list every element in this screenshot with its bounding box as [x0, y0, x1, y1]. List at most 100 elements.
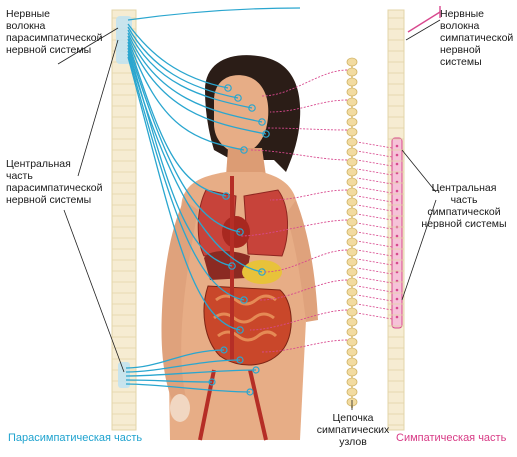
symp-postganglionic: [249, 149, 348, 161]
chain-ganglion: [346, 77, 358, 87]
symp-neuron-dot: [395, 189, 399, 193]
symp-preganglionic: [356, 294, 393, 302]
para-fiber-sacral: [125, 359, 241, 373]
para-ganglion: [236, 228, 244, 236]
symp-postganglionic: [263, 249, 348, 273]
para-fiber-cranial: [127, 23, 229, 89]
chain-ganglion: [346, 227, 358, 237]
label-para-central: Центральная часть парасимпатической нерв…: [6, 158, 103, 206]
para-fiber-cranial: [127, 38, 245, 151]
para-ganglion: [240, 146, 248, 154]
bowel-loops: [213, 294, 278, 342]
para-fiber-cranial: [127, 32, 263, 123]
para-fiber-cranial: [127, 53, 245, 301]
symp-preganglionic: [356, 168, 393, 176]
chain-ganglion: [346, 197, 358, 207]
symp-postganglionic: [269, 99, 348, 113]
label-para-part: Парасимпатическая часть: [8, 432, 143, 444]
sympathetic-fiber-icon: [407, 6, 441, 33]
label-symp-fibers: Нервные волокна симпатической нервной си…: [440, 8, 514, 68]
chain-ganglion: [346, 387, 358, 397]
label-symp-part: Симпатическая часть: [396, 432, 507, 444]
hand: [170, 394, 190, 422]
chain-ganglion: [346, 207, 358, 217]
para-ganglion: [248, 104, 256, 112]
symp-preganglionic: [356, 276, 393, 284]
leader-symp-fibers: [405, 19, 441, 41]
para-ganglion: [262, 130, 270, 138]
para-ganglion: [220, 346, 228, 354]
para-fiber-cranial: [127, 44, 241, 233]
leader-symp-central-bottom: [401, 199, 437, 301]
symp-neuron-dot: [395, 315, 399, 319]
para-ganglion: [222, 192, 230, 200]
para-fiber-cranial: [127, 56, 241, 331]
chain-ganglion: [346, 347, 358, 357]
symp-neuron-dot: [395, 234, 399, 238]
symp-preganglionic: [356, 204, 393, 212]
intestines: [203, 285, 292, 366]
chain-ganglion: [346, 257, 358, 267]
symp-preganglionic: [356, 267, 393, 275]
symp-neuron-dot: [395, 306, 399, 310]
symp-preganglionic: [356, 258, 393, 266]
sympathetic-chain: [346, 57, 358, 408]
symp-neuron-dot: [395, 144, 399, 148]
symp-neuron-dot: [395, 297, 399, 301]
chain-ganglion: [346, 307, 358, 317]
symp-preganglionic: [356, 240, 393, 248]
symp-preganglionic: [356, 177, 393, 185]
para-ganglion: [234, 94, 242, 102]
para-fiber-cranial: [127, 35, 267, 135]
chain-ganglion: [346, 287, 358, 297]
para-ganglion: [224, 84, 232, 92]
para-fiber-top: [127, 7, 301, 21]
para-fiber-sacral: [125, 383, 251, 393]
symp-postganglionic: [261, 69, 348, 97]
liver: [204, 251, 250, 280]
symp-neuron-dot: [395, 198, 399, 202]
chain-ganglion: [346, 167, 358, 177]
para-fiber-cranial: [127, 50, 263, 273]
symp-postganglionic: [239, 219, 348, 237]
chain-ganglion: [346, 177, 358, 187]
symp-neuron-dot: [395, 153, 399, 157]
para-ganglion: [236, 356, 244, 364]
chain-ganglion: [346, 357, 358, 367]
symp-neuron-dot: [395, 216, 399, 220]
chain-ganglion: [346, 217, 358, 227]
chain-ganglion: [346, 367, 358, 377]
symp-neuron-dot: [395, 288, 399, 292]
para-fiber-cranial: [127, 29, 253, 109]
right-arm: [286, 200, 318, 322]
label-symp-central: Центральная часть симпатической нервной …: [421, 182, 507, 230]
para-fiber-sacral: [125, 379, 213, 383]
left-arm: [161, 200, 198, 400]
chain-ganglion: [346, 297, 358, 307]
symp-preganglionic: [356, 231, 393, 239]
leader-para-central-top: [77, 39, 119, 177]
symp-postganglionic: [265, 127, 348, 131]
para-ganglion: [236, 326, 244, 334]
chain-ganglion: [346, 107, 358, 117]
leader-para-fibers: [57, 27, 119, 65]
chain-ganglion: [346, 117, 358, 127]
symp-preganglionic: [356, 285, 393, 293]
face: [214, 75, 269, 154]
symp-preganglionic: [356, 312, 393, 320]
symp-postganglionic: [261, 339, 348, 353]
chain-ganglion: [346, 247, 358, 257]
chain-ganglion: [346, 127, 358, 137]
label-chain: Цепочка симпатических узлов: [316, 412, 390, 448]
leader-symp-central-top: [401, 149, 437, 193]
symp-preganglionic: [356, 249, 393, 257]
para-ganglion: [228, 262, 236, 270]
parasympathetic-fibers: [125, 7, 301, 396]
symp-preganglionic: [356, 150, 393, 158]
para-fiber-sacral: [125, 349, 225, 369]
symp-neuron-dot: [395, 162, 399, 166]
neck: [226, 148, 266, 176]
para-fiber-cranial: [127, 41, 227, 197]
